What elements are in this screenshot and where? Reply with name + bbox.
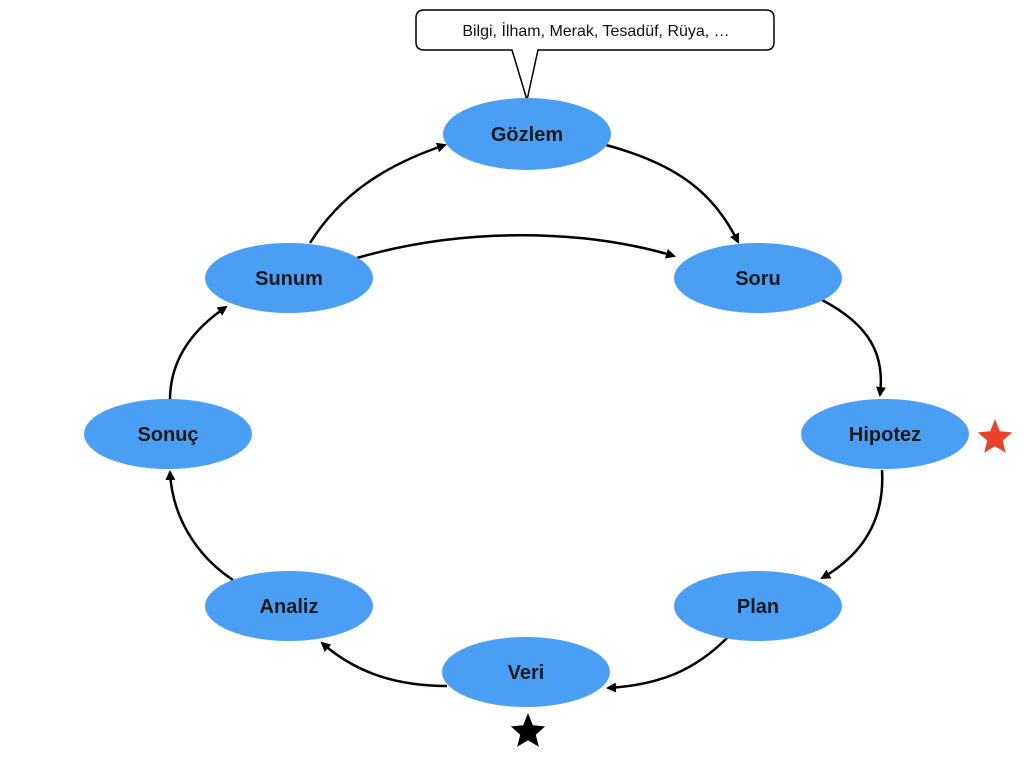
node-sonuc[interactable]: Sonuç (84, 399, 252, 469)
node-hipotez[interactable]: Hipotez (801, 399, 969, 469)
arrows (165, 142, 886, 693)
node-gozlem[interactable]: Gözlem (443, 98, 611, 170)
node-label-gozlem: Gözlem (491, 124, 563, 146)
node-veri[interactable]: Veri (442, 637, 610, 707)
arrow-soru-to-hipotez (821, 298, 886, 397)
arrow-sunum-to-gozlem (308, 142, 447, 244)
arrow-sonuc-to-sunum (168, 305, 228, 401)
node-label-plan: Plan (737, 596, 779, 618)
node-label-sonuc: Sonuç (137, 424, 198, 446)
node-label-veri: Veri (508, 662, 545, 684)
callout: Bilgi, İlham, Merak, Tesadüf, Rüya, … (415, 9, 775, 103)
arrow-gozlem-to-soru (605, 143, 740, 244)
arrow-plan-to-veri (606, 637, 728, 693)
node-label-sunum: Sunum (255, 268, 323, 290)
arrow-veri-to-analiz (320, 641, 448, 688)
node-label-analiz: Analiz (260, 596, 319, 618)
node-plan[interactable]: Plan (674, 571, 842, 641)
node-label-soru: Soru (735, 268, 781, 290)
node-sunum[interactable]: Sunum (205, 243, 373, 313)
node-analiz[interactable]: Analiz (205, 571, 373, 641)
arrow-hipotez-to-plan (820, 469, 884, 580)
star-icon (510, 713, 546, 747)
callout-text: Bilgi, İlham, Merak, Tesadüf, Rüya, … (462, 21, 729, 40)
arrow-analiz-to-sonuc (165, 470, 234, 582)
arrow-sunum-to-soru (356, 234, 676, 260)
node-soru[interactable]: Soru (674, 243, 842, 313)
callout-bubble (415, 9, 775, 103)
node-label-hipotez: Hipotez (849, 424, 921, 446)
star-icon (977, 419, 1013, 453)
